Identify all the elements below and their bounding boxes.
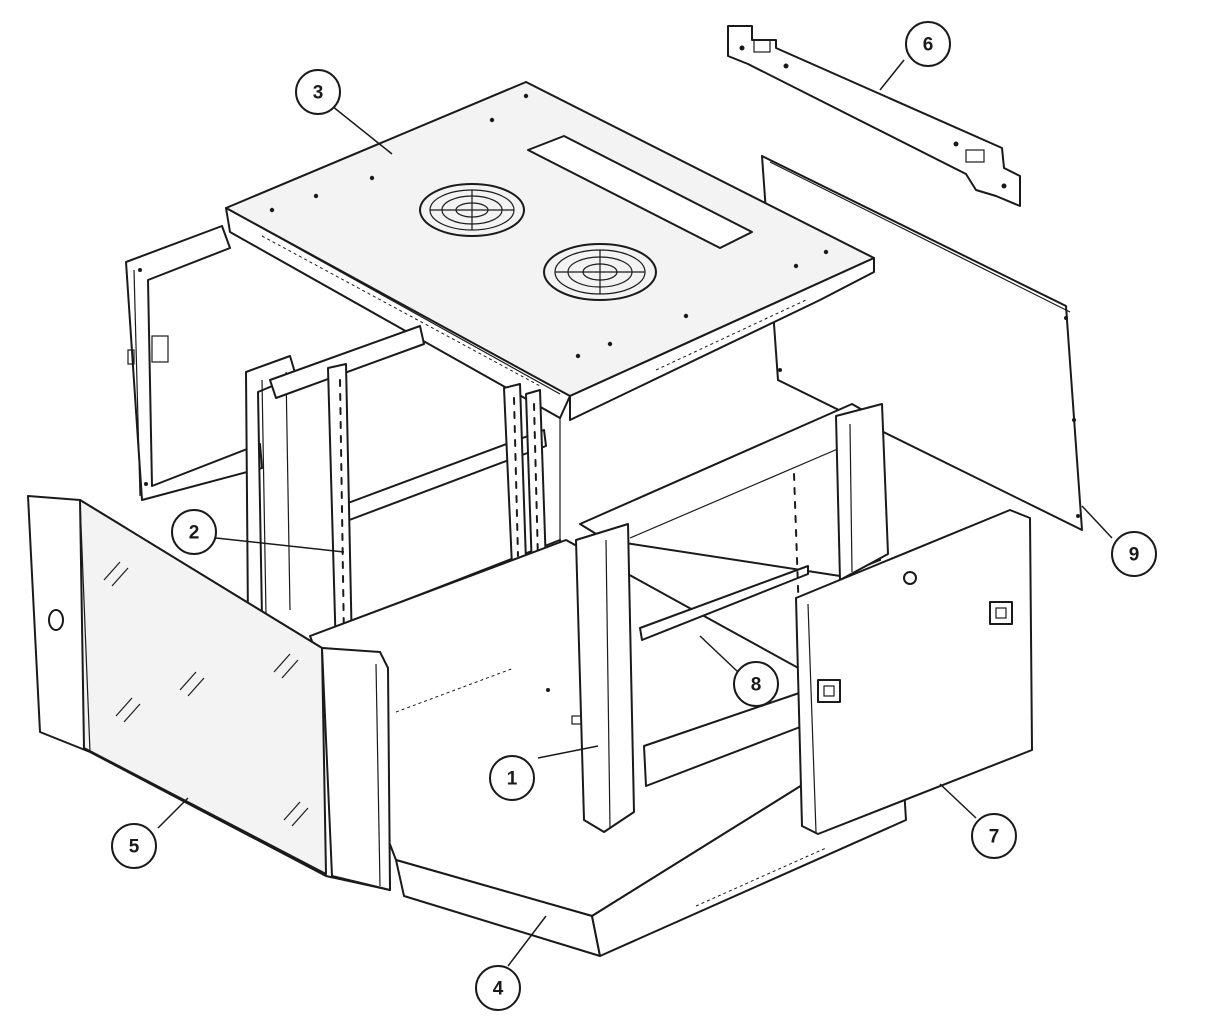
left-side-panel: [125, 225, 263, 501]
callout-2: 2: [171, 509, 217, 555]
leader-lines: [157, 59, 1113, 967]
callout-1: 1: [489, 755, 535, 801]
rear-mounting-bracket: [727, 25, 1021, 207]
callout-2-label: 2: [189, 523, 200, 544]
fan-grille-icon: [543, 243, 657, 301]
front-glass-door: [27, 495, 391, 891]
callout-4: 4: [475, 965, 521, 1011]
callout-7: 7: [971, 813, 1017, 859]
top-cover-front-vents: [261, 235, 541, 387]
top-cover: [225, 81, 875, 421]
glass-reflection-icon: [103, 561, 309, 827]
fan-grille-icon: [419, 183, 525, 237]
callout-6-label: 6: [923, 35, 934, 56]
callout-8: 8: [733, 661, 779, 707]
callout-8-label: 8: [751, 675, 762, 696]
callout-7-label: 7: [989, 827, 1000, 848]
front-frame: [575, 403, 889, 833]
right-side-panel: [795, 509, 1033, 835]
callout-3: 3: [295, 69, 341, 115]
mounting-rail-left: [327, 363, 353, 655]
callout-3-label: 3: [313, 83, 324, 104]
callout-6: 6: [905, 21, 951, 67]
callout-9-label: 9: [1129, 545, 1140, 566]
callout-1-label: 1: [507, 769, 518, 790]
callout-4-label: 4: [493, 979, 504, 1000]
callout-5: 5: [111, 823, 157, 869]
mounting-rail-right: [503, 383, 547, 571]
callout-5-label: 5: [129, 837, 140, 858]
bottom-base-vents: [395, 667, 827, 907]
callout-9: 9: [1111, 531, 1157, 577]
